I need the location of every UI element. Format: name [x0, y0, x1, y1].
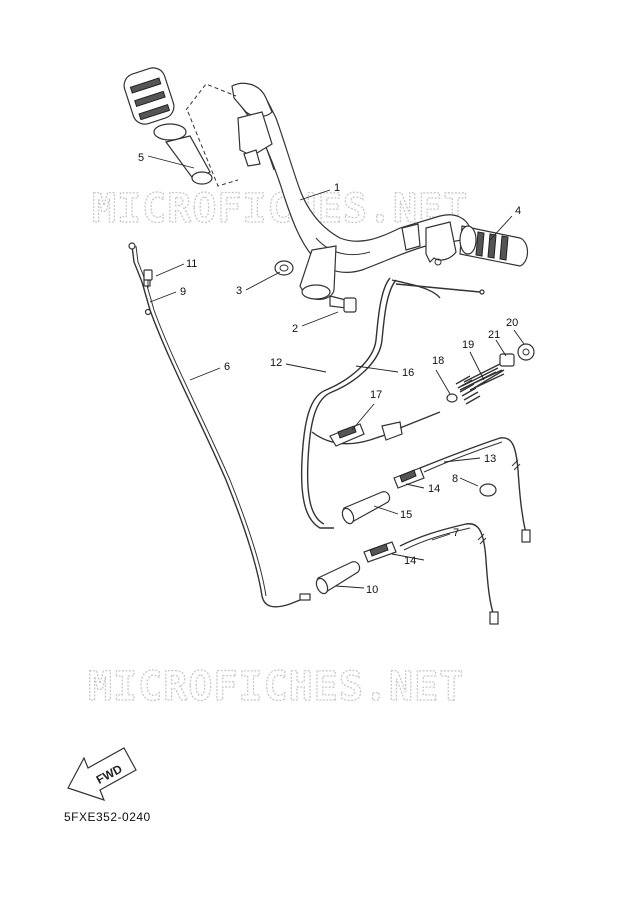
diagram-code: 5FXE352-0240 [64, 810, 151, 824]
nut [274, 260, 294, 276]
callout-12: 12 [270, 357, 282, 369]
cable-13 [419, 437, 531, 543]
spring-long [459, 363, 505, 391]
callout-3: 3 [236, 285, 242, 297]
callout-16: 16 [402, 367, 414, 379]
callout-2: 2 [292, 323, 298, 335]
junction-lower [363, 541, 397, 563]
callout-4: 4 [515, 205, 521, 217]
callout-11: 11 [186, 258, 197, 270]
cable-6 [128, 242, 311, 608]
fitting-21 [499, 353, 515, 367]
nut-8 [479, 483, 497, 497]
leader-lines [147, 155, 525, 589]
callout-13: 13 [484, 453, 496, 465]
bolt [329, 295, 357, 313]
callout-5: 5 [138, 152, 144, 164]
watermark-bottom: MICROFICHES.NET [88, 664, 464, 710]
cable-7 [399, 523, 499, 625]
cable-clip [329, 423, 365, 447]
callout-7: 7 [453, 527, 459, 539]
callout-15: 15 [400, 509, 412, 521]
fwd-arrow: FWD [67, 747, 137, 801]
callout-19: 19 [462, 339, 474, 351]
watermark-top: MICROFICHES.NET [92, 186, 468, 232]
fitting-20 [517, 343, 535, 361]
callout-8: 8 [452, 473, 458, 485]
throttle-grip [459, 225, 529, 267]
cable-12-16 [300, 277, 485, 529]
ring-18 [446, 393, 458, 403]
handlebar [231, 82, 471, 300]
callout-14b: 14 [404, 555, 416, 567]
callout-1: 1 [334, 182, 340, 194]
callout-6: 6 [224, 361, 230, 373]
junction-upper [393, 467, 425, 489]
cable-adjuster [143, 269, 153, 288]
left-grip [123, 67, 239, 187]
callouts: 1 2 3 4 5 6 7 8 9 10 11 12 13 14 14 15 1… [138, 152, 521, 596]
callout-17: 17 [370, 389, 382, 401]
callout-18: 18 [432, 355, 444, 367]
callout-21: 21 [488, 329, 500, 341]
cover-10 [315, 561, 361, 595]
callout-14a: 14 [428, 483, 440, 495]
callout-20: 20 [506, 317, 518, 329]
callout-10: 10 [366, 584, 378, 596]
cover-15 [341, 491, 391, 525]
callout-9: 9 [180, 286, 186, 298]
